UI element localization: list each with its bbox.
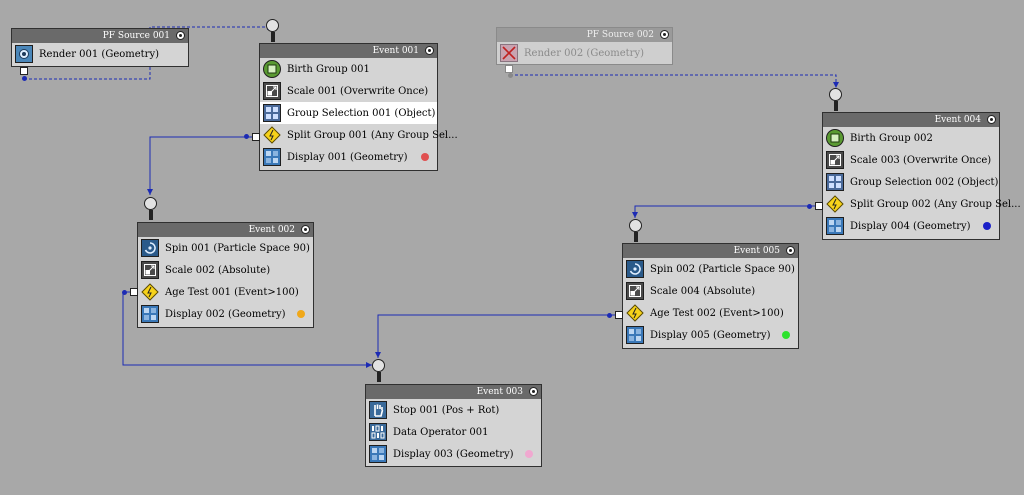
source-output-port[interactable] — [20, 67, 28, 75]
event-003-node[interactable]: Event 003 Stop 001 (Pos + Rot) Data Oper… — [365, 384, 542, 467]
display-icon — [826, 217, 844, 235]
data-operator-icon — [369, 423, 387, 441]
scale-icon — [626, 282, 644, 300]
event-004-input-port[interactable] — [829, 88, 842, 101]
operator-row[interactable]: Scale 001 (Overwrite Once) — [260, 80, 437, 102]
scale-icon — [141, 261, 159, 279]
input-stem — [377, 372, 381, 382]
birth-group-icon — [826, 129, 844, 147]
node-title[interactable]: Event 004 — [823, 113, 999, 127]
operator-row[interactable]: Display 003 (Geometry) — [366, 443, 541, 465]
operator-row[interactable]: Split Group 001 (Any Group Sel... — [260, 124, 458, 146]
spin-icon — [626, 260, 644, 278]
output-dot — [607, 313, 612, 318]
wire-event004-event005 — [634, 205, 818, 218]
stop-icon — [369, 401, 387, 419]
display-color-swatch[interactable] — [297, 310, 305, 318]
event-004-node[interactable]: Event 004 Birth Group 002 Scale 003 (Ove… — [822, 112, 1021, 240]
age-test-icon — [626, 304, 644, 322]
operator-row[interactable]: Scale 003 (Overwrite Once) — [823, 149, 999, 171]
wire-event005-event003 — [377, 314, 617, 358]
display-color-swatch[interactable] — [983, 222, 991, 230]
output-dot — [508, 73, 513, 78]
display-icon — [263, 148, 281, 166]
operator-row[interactable]: Spin 001 (Particle Space 90) — [138, 237, 313, 259]
operator-row[interactable]: Birth Group 001 — [260, 58, 437, 80]
scale-icon — [263, 82, 281, 100]
bulb-icon[interactable] — [529, 387, 538, 396]
input-stem — [149, 210, 153, 220]
operator-row[interactable]: Stop 001 (Pos + Rot) — [366, 399, 541, 421]
group-selection-icon — [826, 173, 844, 191]
input-stem — [834, 101, 838, 111]
display-icon — [369, 445, 387, 463]
wire-event001-event002 — [149, 136, 256, 195]
test-output-port[interactable] — [615, 311, 623, 319]
bulb-icon[interactable] — [786, 246, 795, 255]
group-selection-icon — [263, 104, 281, 122]
bulb-icon[interactable] — [987, 115, 996, 124]
event-002-node[interactable]: Event 002 Spin 001 (Particle Space 90) S… — [137, 222, 314, 328]
event-001-node[interactable]: Event 001 Birth Group 001 Scale 001 (Ove… — [259, 43, 458, 171]
spin-icon — [141, 239, 159, 257]
split-group-icon — [263, 126, 281, 144]
test-output-port[interactable] — [815, 202, 823, 210]
node-title[interactable]: PF Source 002 — [497, 28, 672, 42]
pf-source-001-node[interactable]: PF Source 001 Render 001 (Geometry) — [11, 28, 189, 67]
scale-icon — [826, 151, 844, 169]
operator-row[interactable]: Display 001 (Geometry) — [260, 146, 437, 168]
event-003-input-port[interactable] — [372, 359, 385, 372]
event-001-input-port[interactable] — [266, 19, 279, 32]
output-dot — [244, 134, 249, 139]
test-output-port[interactable] — [130, 288, 138, 296]
event-002-input-port[interactable] — [144, 197, 157, 210]
render-icon — [15, 45, 33, 63]
pf-source-002-node[interactable]: PF Source 002 Render 002 (Geometry) — [496, 27, 673, 65]
input-stem — [271, 32, 275, 42]
split-group-icon — [826, 195, 844, 213]
output-dot — [22, 76, 27, 81]
bulb-icon[interactable] — [660, 30, 669, 39]
operator-row[interactable]: Birth Group 002 — [823, 127, 999, 149]
display-color-swatch[interactable] — [421, 153, 429, 161]
node-title[interactable]: Event 005 — [623, 244, 798, 258]
display-color-swatch[interactable] — [525, 450, 533, 458]
test-output-port[interactable] — [252, 133, 260, 141]
operator-row[interactable]: Group Selection 002 (Object) — [823, 171, 999, 193]
output-dot — [807, 204, 812, 209]
operator-row[interactable]: Display 002 (Geometry) — [138, 303, 313, 325]
operator-row[interactable]: Render 001 (Geometry) — [12, 43, 188, 65]
display-icon — [141, 305, 159, 323]
operator-row[interactable]: Age Test 002 (Event>100) — [623, 302, 798, 324]
bulb-icon[interactable] — [301, 225, 310, 234]
operator-row-selected[interactable]: Group Selection 001 (Object) — [260, 102, 437, 124]
operator-row[interactable]: Render 002 (Geometry) — [497, 42, 672, 64]
display-icon — [626, 326, 644, 344]
render-disabled-icon — [500, 44, 518, 62]
operator-row[interactable]: Display 005 (Geometry) — [623, 324, 798, 346]
event-005-node[interactable]: Event 005 Spin 002 (Particle Space 90) S… — [622, 243, 799, 349]
operator-row[interactable]: Display 004 (Geometry) — [823, 215, 999, 237]
operator-row[interactable]: Scale 002 (Absolute) — [138, 259, 313, 281]
source-output-port[interactable] — [505, 65, 513, 73]
bulb-icon[interactable] — [176, 31, 185, 40]
operator-row[interactable]: Age Test 001 (Event>100) — [138, 281, 313, 303]
birth-group-icon — [263, 60, 281, 78]
node-title[interactable]: PF Source 001 — [12, 29, 188, 43]
age-test-icon — [141, 283, 159, 301]
node-title[interactable]: Event 003 — [366, 385, 541, 399]
bulb-icon[interactable] — [425, 46, 434, 55]
wire-source002-event004 — [510, 74, 837, 88]
input-stem — [634, 232, 638, 242]
event-005-input-port[interactable] — [629, 219, 642, 232]
node-title[interactable]: Event 001 — [260, 44, 437, 58]
output-dot — [122, 290, 127, 295]
node-title[interactable]: Event 002 — [138, 223, 313, 237]
display-color-swatch[interactable] — [782, 331, 790, 339]
operator-row[interactable]: Scale 004 (Absolute) — [623, 280, 798, 302]
operator-row[interactable]: Data Operator 001 — [366, 421, 541, 443]
operator-row[interactable]: Split Group 002 (Any Group Sel... — [823, 193, 1021, 215]
operator-row[interactable]: Spin 002 (Particle Space 90) — [623, 258, 798, 280]
